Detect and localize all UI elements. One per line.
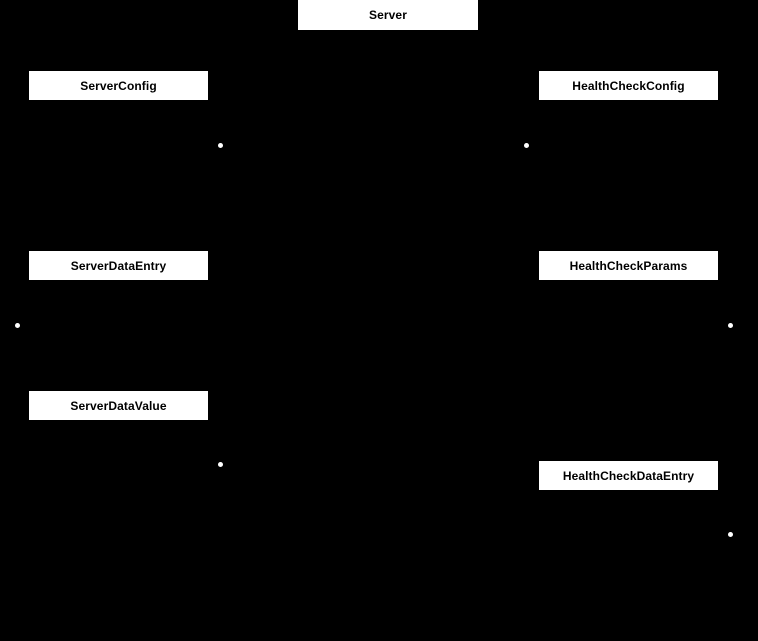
class-node-label: ServerDataValue [70,398,167,413]
class-node-server[interactable]: Server [298,0,478,30]
class-node-health-check-data-entry[interactable]: HealthCheckDataEntry [539,461,718,490]
relationship-marker-dot [218,143,223,148]
class-node-label: ServerDataEntry [70,258,167,273]
relationship-marker-dot [728,532,733,537]
relationship-marker-dot [15,323,20,328]
class-node-health-check-params[interactable]: HealthCheckParams [539,251,718,280]
class-node-server-data-value[interactable]: ServerDataValue [29,391,208,420]
class-node-label: Server [369,8,407,22]
relationship-marker-dot [218,462,223,467]
class-node-server-config[interactable]: ServerConfig [29,71,208,100]
class-node-health-check-config[interactable]: HealthCheckConfig [539,71,718,100]
class-node-server-data-entry[interactable]: ServerDataEntry [29,251,208,280]
class-node-label: HealthCheckDataEntry [562,468,695,483]
class-node-label: HealthCheckConfig [572,78,685,93]
relationship-marker-dot [524,143,529,148]
relationship-marker-dot [728,323,733,328]
class-node-label: HealthCheckParams [569,258,688,273]
class-node-label: ServerConfig [80,78,157,93]
